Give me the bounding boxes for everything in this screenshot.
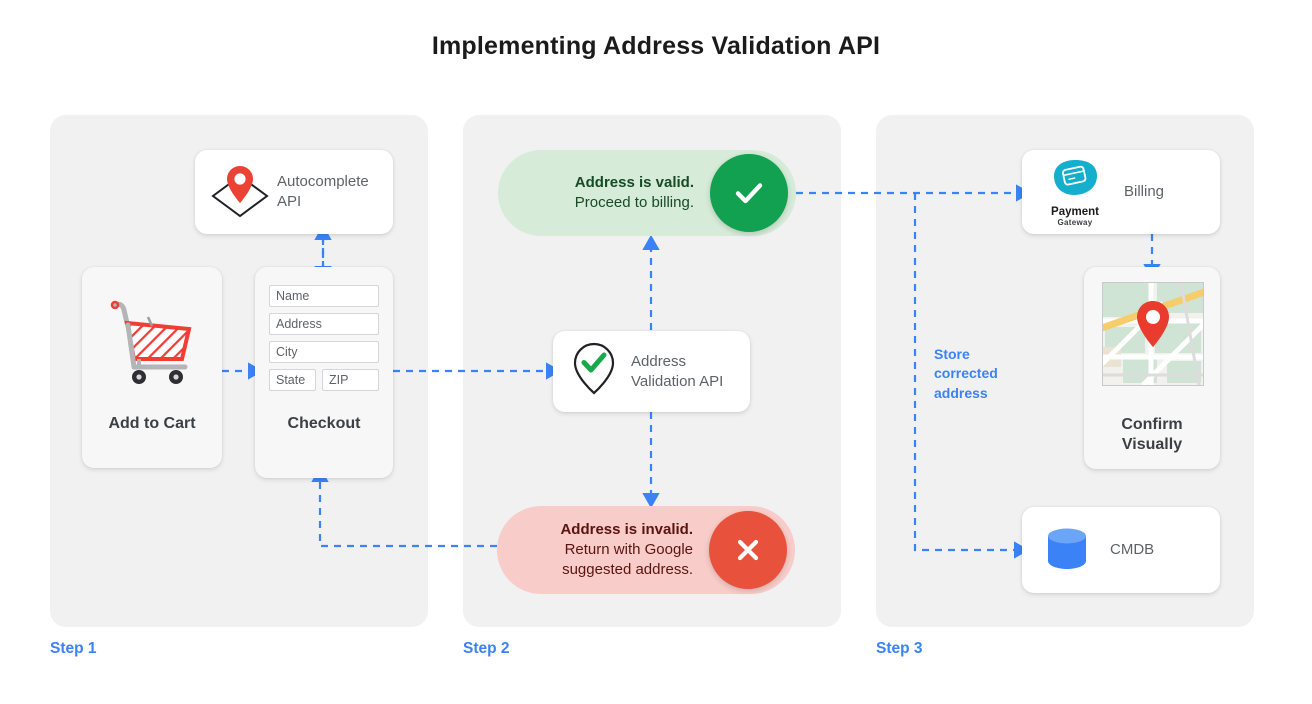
- zip-field[interactable]: ZIP: [322, 369, 379, 391]
- address-invalid-line1: Address is invalid.: [560, 521, 693, 539]
- checkout-title: Checkout: [287, 415, 361, 432]
- confirm-visually-title: Confirm Visually: [1084, 415, 1220, 455]
- check-icon: [710, 154, 788, 232]
- add-to-cart-card[interactable]: Add to Cart: [82, 267, 222, 468]
- payment-gateway-icon: Payment Gateway: [1038, 157, 1112, 227]
- map-thumbnail-icon: [1102, 282, 1204, 386]
- address-valid-line2: Proceed to billing.: [574, 194, 694, 211]
- add-to-cart-title: Add to Cart: [108, 415, 196, 432]
- shopping-cart-icon: [108, 295, 198, 392]
- page-title: Implementing Address Validation API: [431, 32, 881, 60]
- database-icon: [1042, 523, 1094, 578]
- confirm-title-line2: Visually: [1121, 436, 1183, 453]
- autocomplete-api-card[interactable]: Autocomplete API: [195, 150, 393, 234]
- validation-label-line2: Validation API: [631, 372, 724, 390]
- address-validation-api-label: Address Validation API: [631, 352, 723, 392]
- city-field[interactable]: City: [269, 341, 379, 363]
- store-note-line2: corrected: [934, 365, 998, 382]
- address-field[interactable]: Address: [269, 313, 379, 335]
- step-label-3: Step 3: [876, 640, 923, 657]
- cmdb-card[interactable]: CMDB: [1022, 507, 1220, 593]
- payment-gateway-logo-line1: Payment: [1051, 205, 1099, 218]
- step-label-1: Step 1: [50, 640, 97, 657]
- store-note-line1: Store: [934, 346, 970, 362]
- cmdb-label: CMDB: [1110, 541, 1155, 559]
- billing-card[interactable]: Payment Gateway Billing: [1022, 150, 1220, 234]
- address-validation-api-card[interactable]: Address Validation API: [553, 331, 750, 412]
- confirm-title-line1: Confirm: [1121, 416, 1183, 433]
- address-valid-pill: Address is valid. Proceed to billing.: [498, 150, 796, 236]
- map-pin-diamond-icon: [209, 162, 271, 223]
- store-note-line3: address: [934, 384, 988, 401]
- address-invalid-line3: suggested address.: [562, 560, 693, 578]
- close-icon: [709, 511, 787, 589]
- billing-label: Billing: [1124, 183, 1165, 201]
- name-field[interactable]: Name: [269, 285, 379, 307]
- address-invalid-pill: Address is invalid. Return with Google s…: [497, 506, 795, 594]
- address-valid-text: Address is valid. Proceed to billing.: [498, 173, 710, 213]
- confirm-visually-card[interactable]: Confirm Visually: [1084, 267, 1220, 469]
- autocomplete-api-label-line1: Autocomplete: [277, 173, 369, 191]
- checkout-card[interactable]: Name Address City State ZIP Checkout: [255, 267, 393, 478]
- pin-check-icon: [569, 340, 619, 403]
- autocomplete-api-label-line2: API: [277, 193, 302, 210]
- store-corrected-address-note: Store corrected address: [934, 345, 998, 403]
- address-invalid-text: Address is invalid. Return with Google s…: [497, 520, 709, 579]
- autocomplete-api-label: Autocomplete API: [277, 172, 369, 212]
- validation-label-line1: Address: [631, 352, 687, 370]
- step-label-2: Step 2: [463, 640, 510, 657]
- address-valid-line1: Address is valid.: [574, 174, 694, 192]
- state-field[interactable]: State: [269, 369, 316, 391]
- payment-gateway-logo-line2: Gateway: [1057, 218, 1093, 228]
- address-invalid-line2: Return with Google: [564, 541, 693, 559]
